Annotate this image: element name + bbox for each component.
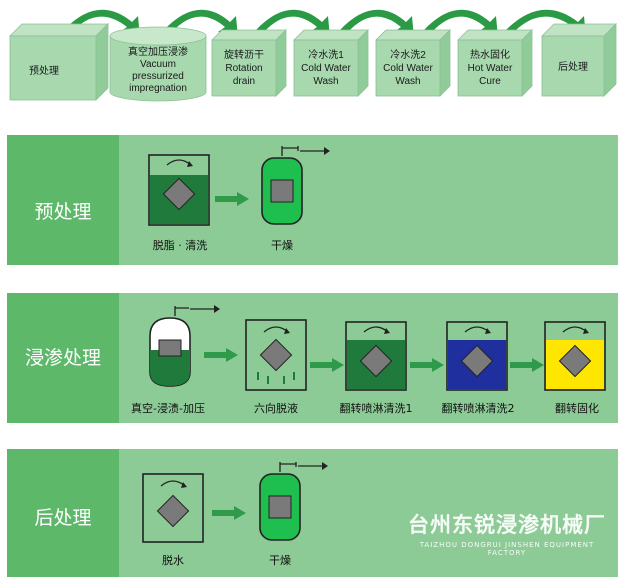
rotating-tank-icon: [446, 321, 508, 391]
impregnation-title: 浸渗处理: [24, 347, 101, 369]
flow-step-2-line-2: Vacuum: [140, 59, 176, 70]
pretreatment-title: 预处理: [34, 201, 92, 223]
posttreatment-panel: 后处理: [7, 449, 618, 577]
rotating-tank-icon: [345, 321, 407, 391]
watermark-en: TAIZHOU DONGRUI JINSHEN EQUIPMENT FACTOR…: [419, 541, 595, 557]
flow-step-hot-cure: [457, 29, 533, 97]
rotating-tank-icon: [148, 154, 210, 226]
pretreatment-panel: 预处理: [7, 135, 618, 265]
watermark-cn: 台州东锐浸渗机械厂: [408, 513, 606, 537]
stage-label: 干燥: [271, 239, 293, 252]
posttreatment-title: 后处理: [34, 507, 92, 529]
flow-step-4-line-2: Cold Water: [301, 63, 351, 74]
company-watermark: 台州东锐浸渗机械厂 TAIZHOU DONGRUI JINSHEN EQUIPM…: [402, 509, 612, 557]
flow-step-5-line-3: Wash: [395, 76, 420, 87]
flow-step-1-line-1: 预处理: [29, 65, 59, 77]
flow-step-cold-wash-2: [375, 29, 451, 97]
stage-label: 真空-浸渍-加压: [131, 402, 205, 415]
stage-label: 翻转固化: [555, 402, 599, 415]
stage-label: 六向脱液: [254, 402, 298, 415]
flow-step-4-line-3: Wash: [313, 76, 338, 87]
process-arrow: [215, 192, 249, 206]
flow-step-2-line-3: pressurized: [132, 71, 184, 82]
process-arrow: [212, 506, 246, 520]
process-arrow: [204, 348, 238, 362]
stage-label: 翻转喷淋清洗2: [441, 402, 515, 415]
stage-label: 翻转喷淋清洗1: [339, 402, 413, 415]
posttreatment-body: [119, 449, 618, 577]
process-arrow: [310, 358, 344, 372]
dryer-vessel-icon: [261, 146, 303, 226]
flow-arc-6: [506, 9, 586, 38]
flow-step-5-line-1: 冷水洗2: [390, 48, 426, 61]
flow-step-3-line-2: Rotation: [225, 63, 262, 74]
stage-label: 脱水: [162, 554, 184, 567]
flow-step-6-line-3: Cure: [479, 76, 501, 87]
rotating-tank-icon: [544, 321, 606, 391]
outflow-arrow-icon: [300, 147, 330, 155]
outflow-arrow-icon: [190, 305, 220, 313]
vacuum-vessel-icon: [149, 306, 191, 388]
flow-step-posttreatment: [541, 23, 617, 97]
flow-arc-1: [64, 9, 140, 38]
flow-step-vacuum: [109, 26, 207, 102]
flow-step-cold-wash-1: [293, 29, 369, 97]
outflow-arrow-icon: [298, 462, 328, 470]
process-arrow: [410, 358, 444, 372]
flow-step-rotation: [211, 29, 287, 97]
drain-tank-icon: [245, 319, 307, 391]
flow-step-pretreatment: [9, 23, 109, 101]
flow-step-2-line-4: impregnation: [129, 83, 187, 94]
process-flow-strip: 预处理 真空加压浸渗 Vacuum pressurized impregnati…: [9, 9, 617, 102]
dryer-vessel-icon: [259, 462, 301, 542]
flow-step-6-line-1: 热水固化: [470, 48, 510, 61]
flow-arc-2: [164, 9, 238, 38]
drain-tank-icon: [142, 473, 204, 543]
flow-step-2-line-1: 真空加压浸渗: [128, 45, 188, 58]
flow-step-3-line-3: drain: [233, 76, 255, 87]
flow-step-3-line-1: 旋转沥干: [224, 48, 264, 61]
flow-step-5-line-2: Cold Water: [383, 63, 433, 74]
flow-step-7-line-1: 后处理: [558, 61, 588, 73]
process-arrow: [510, 358, 544, 372]
stage-label: 干燥: [269, 554, 291, 567]
stage-label: 脱脂 · 清洗: [152, 239, 208, 252]
flow-step-6-line-2: Hot Water: [468, 63, 513, 74]
flow-step-4-line-1: 冷水洗1: [308, 48, 344, 61]
